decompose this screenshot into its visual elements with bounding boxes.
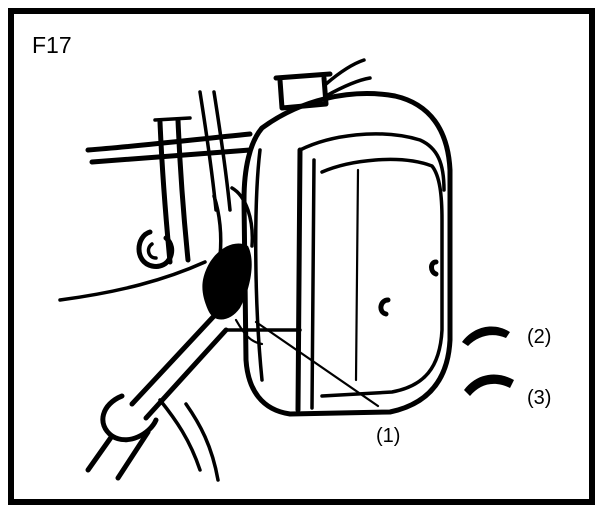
hose-clamp xyxy=(136,229,175,269)
figure-number: F17 xyxy=(32,32,72,58)
callout-part-3: (3) xyxy=(527,387,552,409)
figure-frame xyxy=(8,8,595,505)
callout-part-1: (1) xyxy=(376,425,401,447)
callout-part-2: (2) xyxy=(527,326,552,348)
intake-snorkel xyxy=(273,58,372,111)
leader-line-1 xyxy=(254,320,380,408)
joint-detail xyxy=(202,186,302,346)
hoses xyxy=(58,90,253,302)
screwdriver xyxy=(85,313,229,482)
part-3-shape xyxy=(464,374,514,396)
air-cleaner-housing xyxy=(241,91,453,417)
part-2-shape xyxy=(462,326,510,346)
